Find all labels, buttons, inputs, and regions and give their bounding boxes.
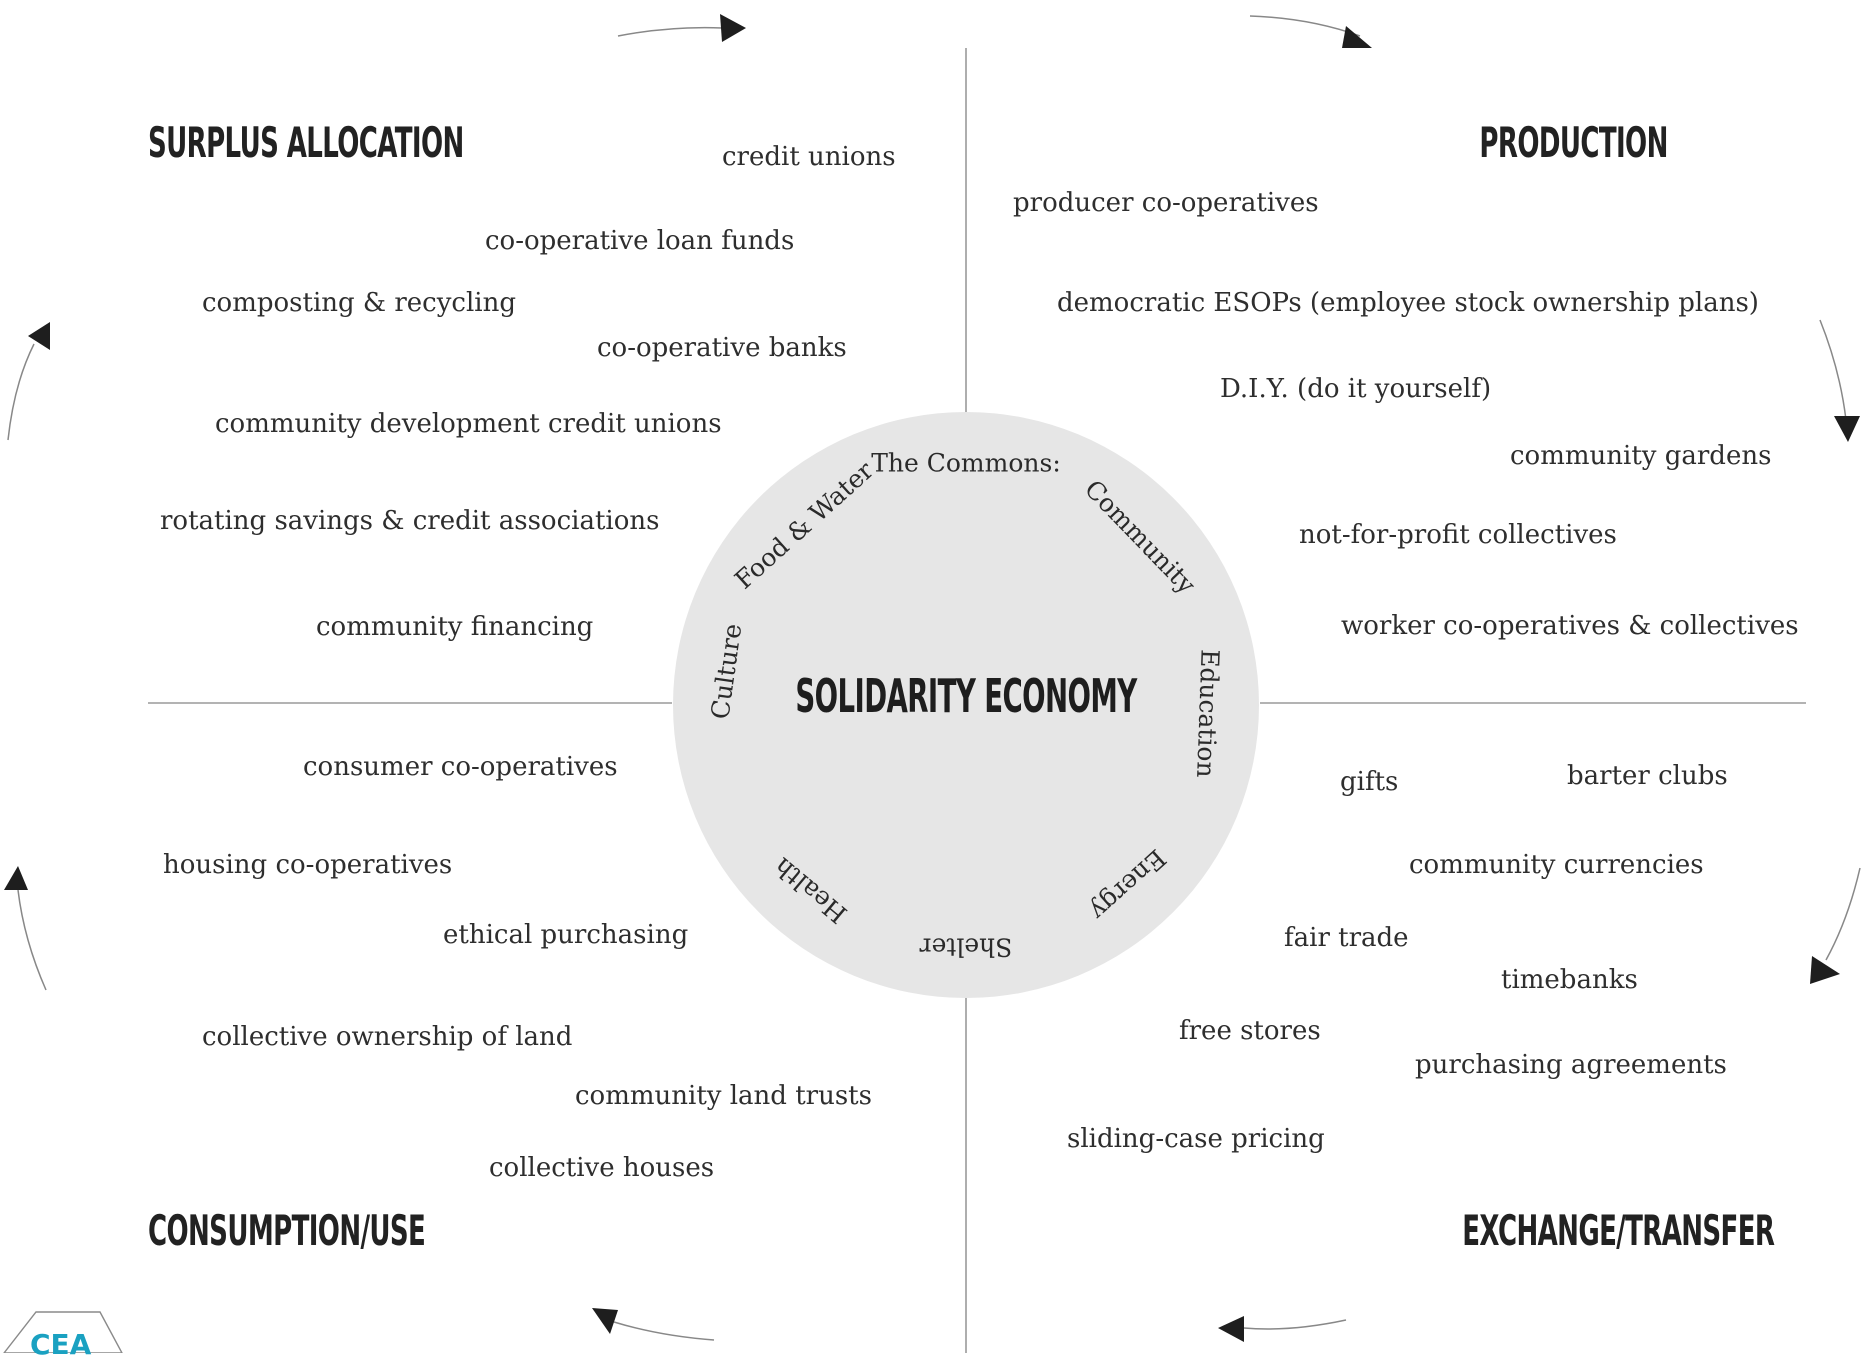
consumption-use-heading: CONSUMPTION/USE <box>148 1206 426 1255</box>
arrow-top-right-head <box>1342 26 1372 48</box>
center-title: SOLIDARITY ECONOMY <box>795 669 1137 723</box>
item-collective-houses: collective houses <box>489 1153 715 1183</box>
item-gifts: gifts <box>1340 767 1399 797</box>
item-sliding-case-pricing: sliding-case pricing <box>1067 1124 1325 1154</box>
arrow-left-lower-curve <box>17 889 47 991</box>
item-community-currencies: community currencies <box>1409 850 1704 880</box>
item-co-operative-loan-funds: co-operative loan funds <box>485 226 795 256</box>
item-timebanks: timebanks <box>1501 965 1638 995</box>
item-community-gardens: community gardens <box>1510 441 1772 471</box>
arrow-right-upper-head <box>1834 416 1860 442</box>
cea-logo: CEA <box>30 1328 92 1361</box>
exchange-transfer-heading: EXCHANGE/TRANSFER <box>1461 1206 1775 1255</box>
arrow-bottom-right-curve <box>1243 1319 1347 1330</box>
commons-heading-label: The Commons: <box>871 449 1061 478</box>
cycle-arrows <box>4 14 1861 1342</box>
item-fair-trade: fair trade <box>1284 923 1409 953</box>
arrow-top-right-curve <box>1249 15 1361 37</box>
commons-shelter: Shelter <box>920 933 1013 962</box>
arrow-bottom-right-head <box>1218 1316 1244 1342</box>
center-circle <box>673 412 1259 998</box>
item-rotating-savings: rotating savings & credit associations <box>160 506 660 536</box>
item-credit-unions: credit unions <box>722 142 896 172</box>
arrow-top-left-curve <box>617 26 723 37</box>
item-diy: D.I.Y. (do it yourself) <box>1220 374 1492 404</box>
arrow-bottom-left-curve <box>613 1321 715 1341</box>
item-democratic-esops: democratic ESOPs (employee stock ownersh… <box>1057 288 1759 318</box>
item-not-for-profit-collectives: not-for-profit collectives <box>1299 520 1617 550</box>
item-community-development-credit-unions: community development credit unions <box>215 409 722 439</box>
arrow-right-upper-curve <box>1819 319 1847 421</box>
arrow-left-upper-curve <box>7 343 35 441</box>
item-worker-co-operatives: worker co-operatives & collectives <box>1341 611 1799 641</box>
item-barter-clubs: barter clubs <box>1567 761 1728 791</box>
item-community-land-trusts: community land trusts <box>575 1081 872 1111</box>
surplus-allocation-heading: SURPLUS ALLOCATION <box>148 118 464 167</box>
item-free-stores: free stores <box>1179 1016 1321 1046</box>
commons-education: Education <box>1191 649 1224 778</box>
arrow-right-lower-head <box>1810 956 1840 984</box>
arrow-left-upper-head <box>28 322 50 350</box>
item-housing-co-operatives: housing co-operatives <box>163 850 453 880</box>
item-ethical-purchasing: ethical purchasing <box>443 920 689 950</box>
item-collective-ownership-of-land: collective ownership of land <box>202 1022 573 1052</box>
arrow-right-lower-curve <box>1825 867 1861 961</box>
item-co-operative-banks: co-operative banks <box>597 333 847 363</box>
item-community-financing: community financing <box>316 612 594 642</box>
item-consumer-co-operatives: consumer co-operatives <box>303 752 618 782</box>
arrow-bottom-left-head <box>592 1308 618 1334</box>
arrow-left-lower-head <box>4 866 28 890</box>
arrow-top-left-head <box>720 14 746 42</box>
item-producer-co-operatives: producer co-operatives <box>1013 188 1319 218</box>
item-composting-recycling: composting & recycling <box>202 288 516 318</box>
item-purchasing-agreements: purchasing agreements <box>1415 1050 1727 1080</box>
logo-outline <box>3 1311 123 1353</box>
production-heading: PRODUCTION <box>1479 118 1669 167</box>
